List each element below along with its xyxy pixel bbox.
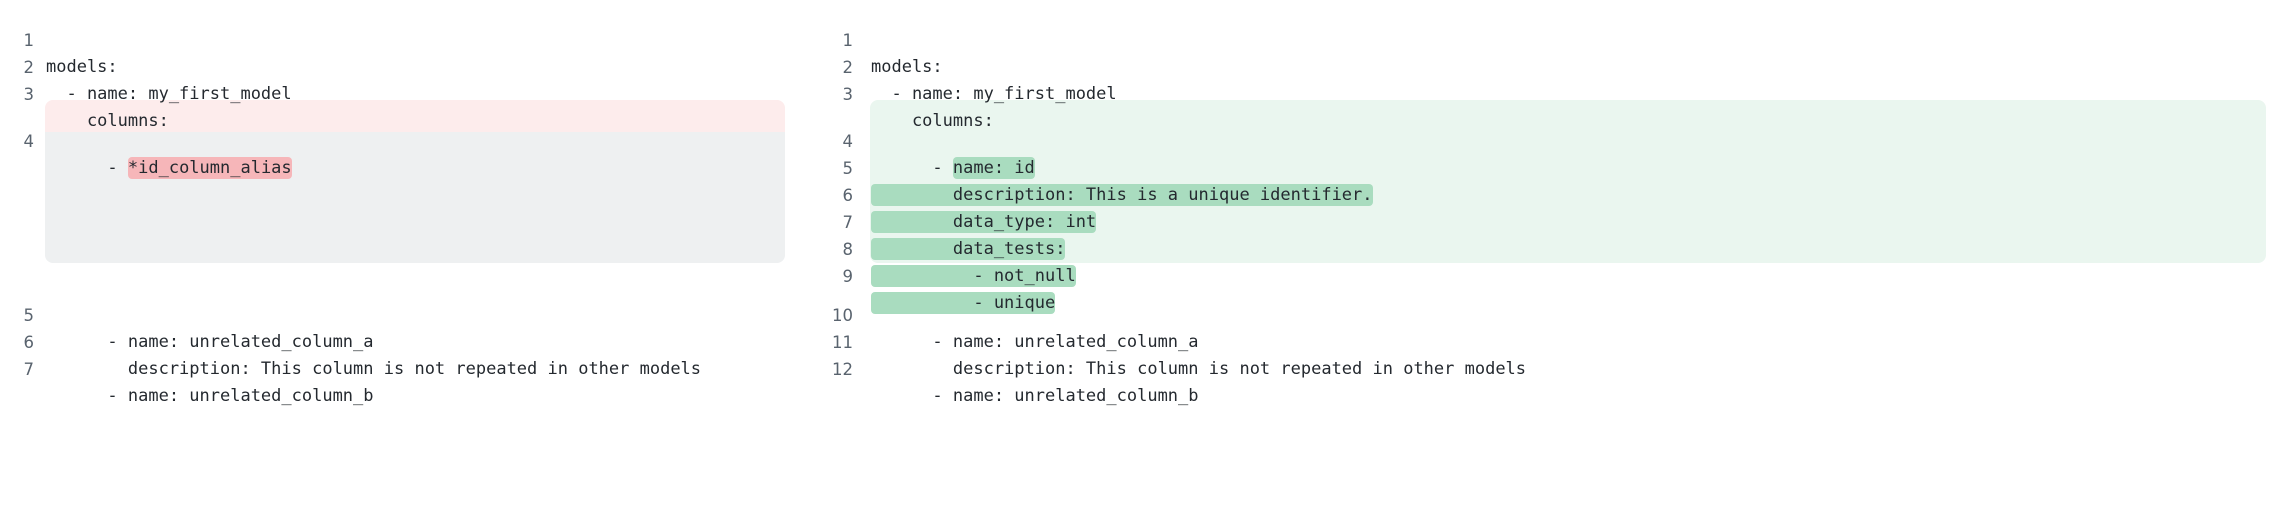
- line-number: 10: [832, 306, 853, 325]
- line-number: 12: [832, 360, 853, 379]
- line-number: 1: [23, 31, 35, 50]
- diff-pane-after: 1 models: 2 - name: my_first_model 3 col…: [819, 0, 2278, 528]
- code-text: columns:: [871, 111, 994, 131]
- line-number: 4: [842, 132, 854, 151]
- code-text: description: This is a unique identifier…: [871, 182, 1373, 209]
- line-number: 4: [23, 132, 35, 151]
- code-text: models:: [871, 57, 943, 77]
- line-number: 9: [842, 267, 854, 286]
- line-number: 3: [23, 85, 35, 104]
- diff-pane-before: 1 models: 2 - name: my_first_model 3 col…: [0, 0, 785, 528]
- code-text: - not_null: [871, 263, 1076, 290]
- line-number: 6: [842, 186, 854, 205]
- code-text: - *id_column_alias: [46, 157, 292, 179]
- code-text: columns:: [46, 111, 169, 131]
- code-line[interactable]: 2 - name: my_first_model: [819, 27, 1117, 104]
- code-text: data_tests:: [871, 236, 1066, 263]
- code-text: - unique: [871, 290, 1056, 317]
- code-line[interactable]: 5 - name: unrelated_column_a: [0, 275, 374, 352]
- code-line-added[interactable]: 7 data_tests:: [819, 182, 1066, 260]
- code-line[interactable]: 10 - name: unrelated_column_a: [819, 275, 1199, 352]
- added-token: data_tests:: [871, 238, 1066, 260]
- deletion-line-band: [45, 100, 785, 132]
- code-text: - name: unrelated_column_b: [871, 386, 1199, 406]
- added-token: - unique: [871, 292, 1056, 314]
- added-token: name: id: [952, 157, 1035, 179]
- added-token: description: This is a unique identifier…: [871, 184, 1373, 206]
- code-line[interactable]: 1 models:: [0, 0, 118, 77]
- added-token: - not_null: [871, 265, 1076, 287]
- code-text: description: This column is not repeated…: [871, 359, 1527, 379]
- line-number: 7: [23, 360, 35, 379]
- code-line[interactable]: 3 columns:: [0, 54, 169, 131]
- code-line[interactable]: 3 columns:: [819, 54, 994, 131]
- line-number: 1: [842, 31, 854, 50]
- code-line-added[interactable]: 8 - not_null: [819, 209, 1076, 287]
- line-number: 11: [832, 333, 853, 352]
- code-text: - name: my_first_model: [871, 84, 1117, 104]
- code-text: description: This column is not repeated…: [46, 359, 702, 379]
- addition-line-band: [870, 100, 2266, 263]
- code-text: models:: [46, 57, 118, 77]
- code-text: - name: my_first_model: [46, 84, 292, 104]
- code-text: - name: unrelated_column_a: [46, 332, 374, 352]
- code-line[interactable]: 11 description: This column is not repea…: [819, 302, 1526, 379]
- code-line-added[interactable]: 6 data_type: int: [819, 155, 1097, 233]
- code-line-added[interactable]: 9 - unique: [819, 236, 1056, 314]
- diff-pane-divider: [785, 0, 819, 528]
- code-line[interactable]: 12 - name: unrelated_column_b: [819, 329, 1199, 406]
- line-number: 2: [842, 58, 854, 77]
- code-line-added[interactable]: 4 - name: id: [819, 101, 1035, 179]
- code-line[interactable]: 1 models:: [819, 0, 943, 77]
- line-number: 5: [23, 306, 35, 325]
- code-line[interactable]: 2 - name: my_first_model: [0, 27, 292, 104]
- line-number: 8: [842, 240, 854, 259]
- code-line[interactable]: 6 description: This column is not repeat…: [0, 302, 702, 379]
- code-text: - name: unrelated_column_a: [871, 332, 1199, 352]
- line-number: 7: [842, 213, 854, 232]
- code-text: - name: unrelated_column_b: [46, 386, 374, 406]
- code-line-added[interactable]: 5 description: This is a unique identifi…: [819, 128, 1373, 206]
- code-text: data_type: int: [871, 209, 1097, 236]
- line-number: 2: [23, 58, 35, 77]
- code-line[interactable]: 7 - name: unrelated_column_b: [0, 329, 374, 406]
- added-token: data_type: int: [871, 211, 1097, 233]
- code-line-deleted[interactable]: 4 - *id_column_alias: [0, 101, 292, 179]
- line-number: 6: [23, 333, 35, 352]
- deleted-token: *id_column_alias: [127, 157, 292, 179]
- code-text: - name: id: [871, 157, 1035, 179]
- line-number: 5: [842, 159, 854, 178]
- diff-spacer-band: [45, 132, 785, 263]
- line-number: 3: [842, 85, 854, 104]
